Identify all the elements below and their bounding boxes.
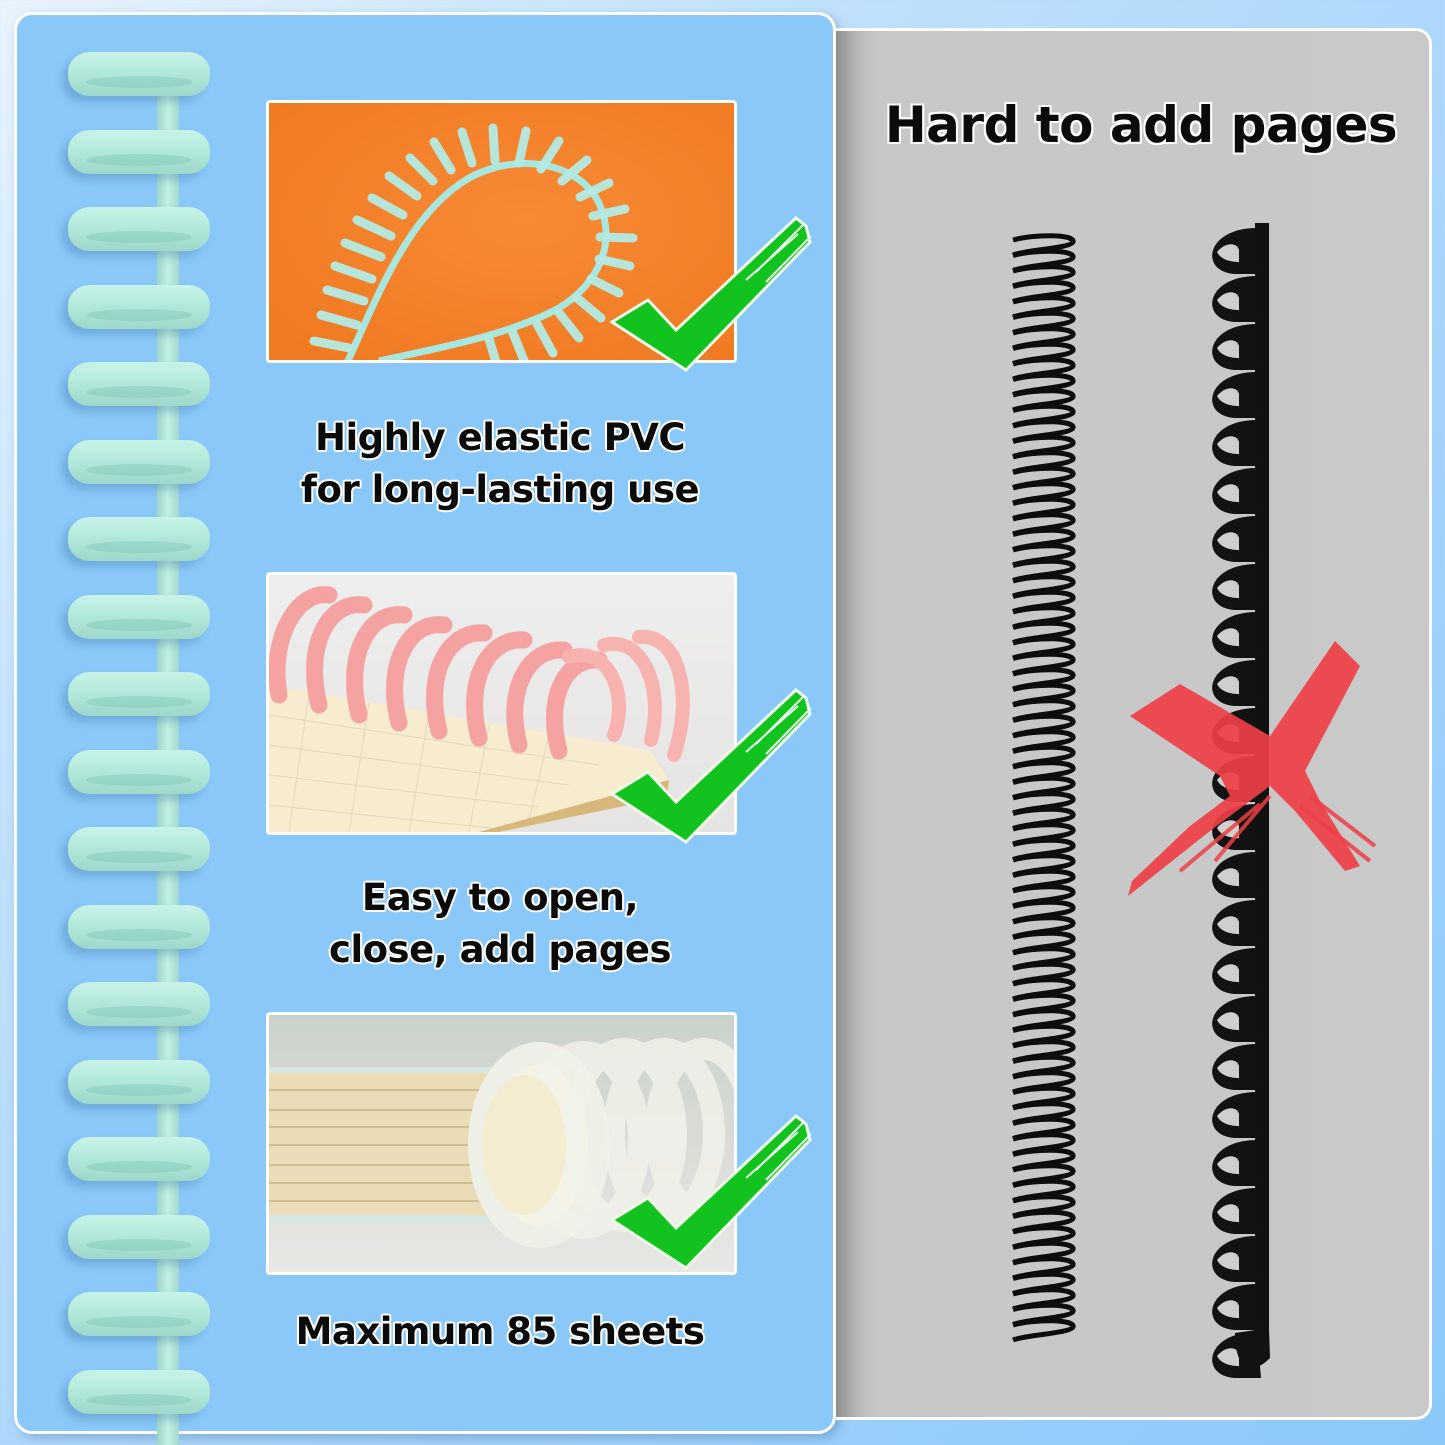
caption-line-1: Maximum 85 sheets [295, 1310, 705, 1353]
binder-ring [68, 517, 210, 561]
clear-rings-paper-stack-illustration [269, 1038, 734, 1248]
right-panel-title: Hard to add pages [884, 96, 1398, 154]
binder-ring [68, 904, 210, 949]
red-x-cross-icon [1120, 636, 1380, 906]
binder-ring [68, 672, 210, 716]
caption-line-1: Highly elastic PVC [314, 416, 686, 459]
binder-ring [68, 284, 210, 329]
caption-line-2: for long-lasting use [300, 468, 700, 511]
green-checkmark-icon [606, 1110, 816, 1270]
binder-ring [68, 207, 210, 251]
pink-rings-notebook-illustration [269, 586, 690, 832]
binder-ring [68, 1214, 210, 1259]
binder-ring [68, 827, 210, 871]
teal-ring-illustration [269, 103, 734, 360]
caption-line-2: close, add pages [329, 928, 671, 971]
binder-ring [68, 1137, 210, 1181]
binder-ring [68, 1059, 210, 1104]
binder-ring [68, 749, 210, 794]
binder-ring [68, 129, 210, 174]
binder-ring [68, 1292, 210, 1336]
black-wire-spiral-coil [995, 225, 1095, 1345]
binder-ring [68, 52, 210, 96]
feature-caption-elastic-pvc: Highly elastic PVC for long-lasting use [250, 412, 750, 516]
binder-ring [68, 362, 210, 406]
binder-ring [68, 982, 210, 1026]
green-checkmark-icon [606, 684, 816, 844]
right-panel-disadvantages [836, 28, 1432, 1420]
binder-ring [68, 594, 210, 639]
binder-ring [68, 439, 210, 484]
green-checkmark-icon [606, 212, 816, 372]
caption-line-1: Easy to open, [361, 876, 639, 919]
binder-ring [68, 1369, 210, 1414]
feature-caption-max-sheets: Maximum 85 sheets [250, 1306, 750, 1358]
feature-caption-easy-open: Easy to open, close, add pages [250, 872, 750, 976]
